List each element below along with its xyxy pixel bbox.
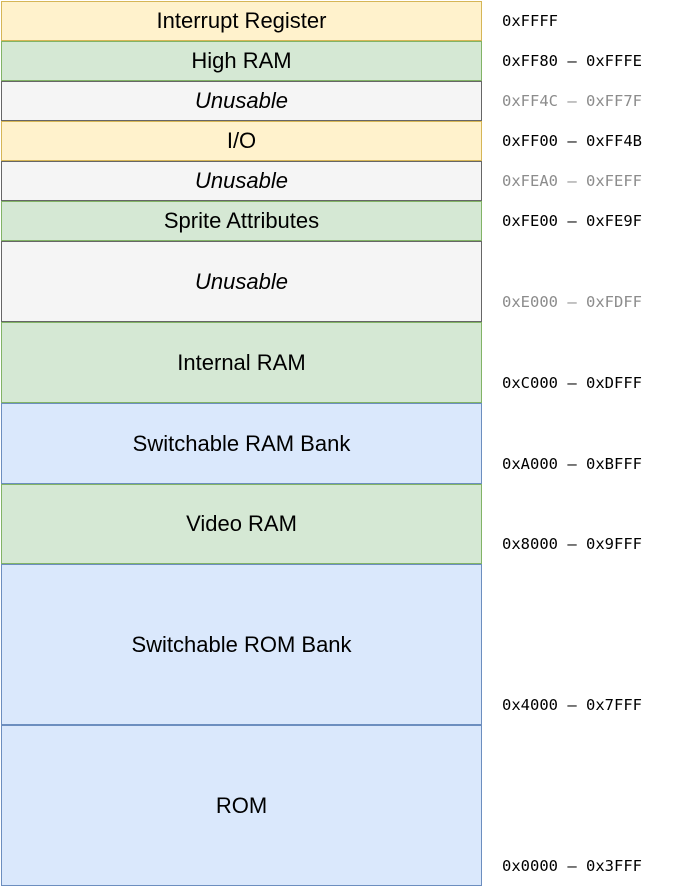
region-rom-box: ROM — [1, 725, 482, 886]
region-sprite-attributes-box: Sprite Attributes — [1, 201, 482, 241]
address-range-label: 0x4000 – 0x7FFF — [502, 696, 642, 714]
region-switchable-ram-bank-box: Switchable RAM Bank — [1, 403, 482, 484]
region-high-ram-box: High RAM — [1, 41, 482, 81]
address-range-label: 0xFF00 – 0xFF4B — [502, 132, 642, 150]
region-label: I/O — [226, 128, 257, 153]
region-label: Sprite Attributes — [163, 208, 320, 233]
address-range-label: 0x0000 – 0x3FFF — [502, 857, 642, 875]
region-switchable-rom-bank-box: Switchable ROM Bank — [1, 564, 482, 725]
address-range-label: 0xFF4C – 0xFF7F — [502, 92, 642, 110]
region-unusable-box: Unusable — [1, 161, 482, 201]
region-label: High RAM — [191, 48, 292, 73]
region-video-ram-box: Video RAM — [1, 484, 482, 564]
address-range-label: 0xA000 – 0xBFFF — [502, 455, 642, 473]
address-range-label: 0xFE00 – 0xFE9F — [502, 212, 642, 230]
address-range-label: 0xE000 – 0xFDFF — [502, 293, 642, 311]
region-label: ROM — [215, 792, 268, 818]
region-label: Switchable ROM Bank — [131, 631, 352, 657]
address-range-label: 0xFFFF — [502, 12, 558, 30]
region-internal-ram-box: Internal RAM — [1, 322, 482, 403]
region-label: Unusable — [195, 168, 288, 193]
address-range-label: 0xFEA0 – 0xFEFF — [502, 172, 642, 190]
region-label: Unusable — [195, 88, 288, 113]
region-unusable-box: Unusable — [1, 241, 482, 322]
region-i-o-box: I/O — [1, 121, 482, 161]
region-label: Unusable — [195, 268, 288, 294]
region-label: Internal RAM — [177, 349, 306, 375]
region-interrupt-register-box: Interrupt Register — [1, 1, 482, 41]
region-label: Switchable RAM Bank — [132, 430, 351, 456]
address-range-label: 0xC000 – 0xDFFF — [502, 374, 642, 392]
region-label: Interrupt Register — [156, 8, 327, 33]
address-range-label: 0xFF80 – 0xFFFE — [502, 52, 642, 70]
region-unusable-box: Unusable — [1, 81, 482, 121]
region-label: Video RAM — [186, 511, 297, 536]
address-range-label: 0x8000 – 0x9FFF — [502, 535, 642, 553]
